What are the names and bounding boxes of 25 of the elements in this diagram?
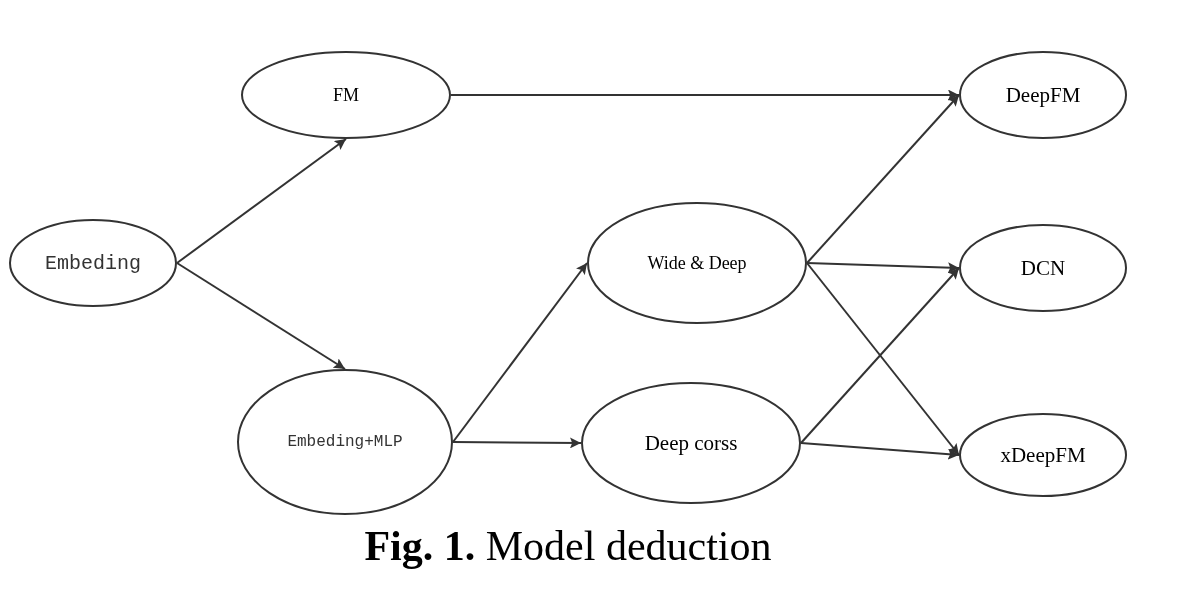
node-label: FM	[333, 84, 359, 106]
model-ellipse	[587, 202, 807, 324]
model-ellipse	[237, 369, 453, 515]
node-label: Deep corss	[644, 430, 738, 456]
arrow	[176, 138, 347, 264]
arrow	[176, 262, 346, 370]
node-label: Embeding	[45, 251, 141, 275]
model-ellipse	[581, 382, 801, 504]
node-label: DCN	[1020, 255, 1066, 281]
model-ellipse	[959, 413, 1127, 497]
model-ellipse	[959, 224, 1127, 312]
arrow	[452, 262, 588, 443]
figure-caption: Fig. 1. Model deduction	[364, 522, 772, 570]
node-label: Embeding+MLP	[287, 433, 403, 451]
model-ellipse	[9, 219, 177, 307]
model-ellipse	[959, 51, 1127, 139]
model-ellipse	[241, 51, 451, 139]
node-label: DeepFM	[1005, 82, 1081, 108]
arrow	[452, 437, 582, 449]
arrow	[450, 89, 960, 101]
arrow	[800, 442, 960, 460]
arrow	[806, 94, 960, 264]
arrow	[806, 262, 960, 274]
node-label: xDeepFM	[1000, 442, 1086, 468]
node-label: Wide & Deep	[647, 252, 747, 274]
